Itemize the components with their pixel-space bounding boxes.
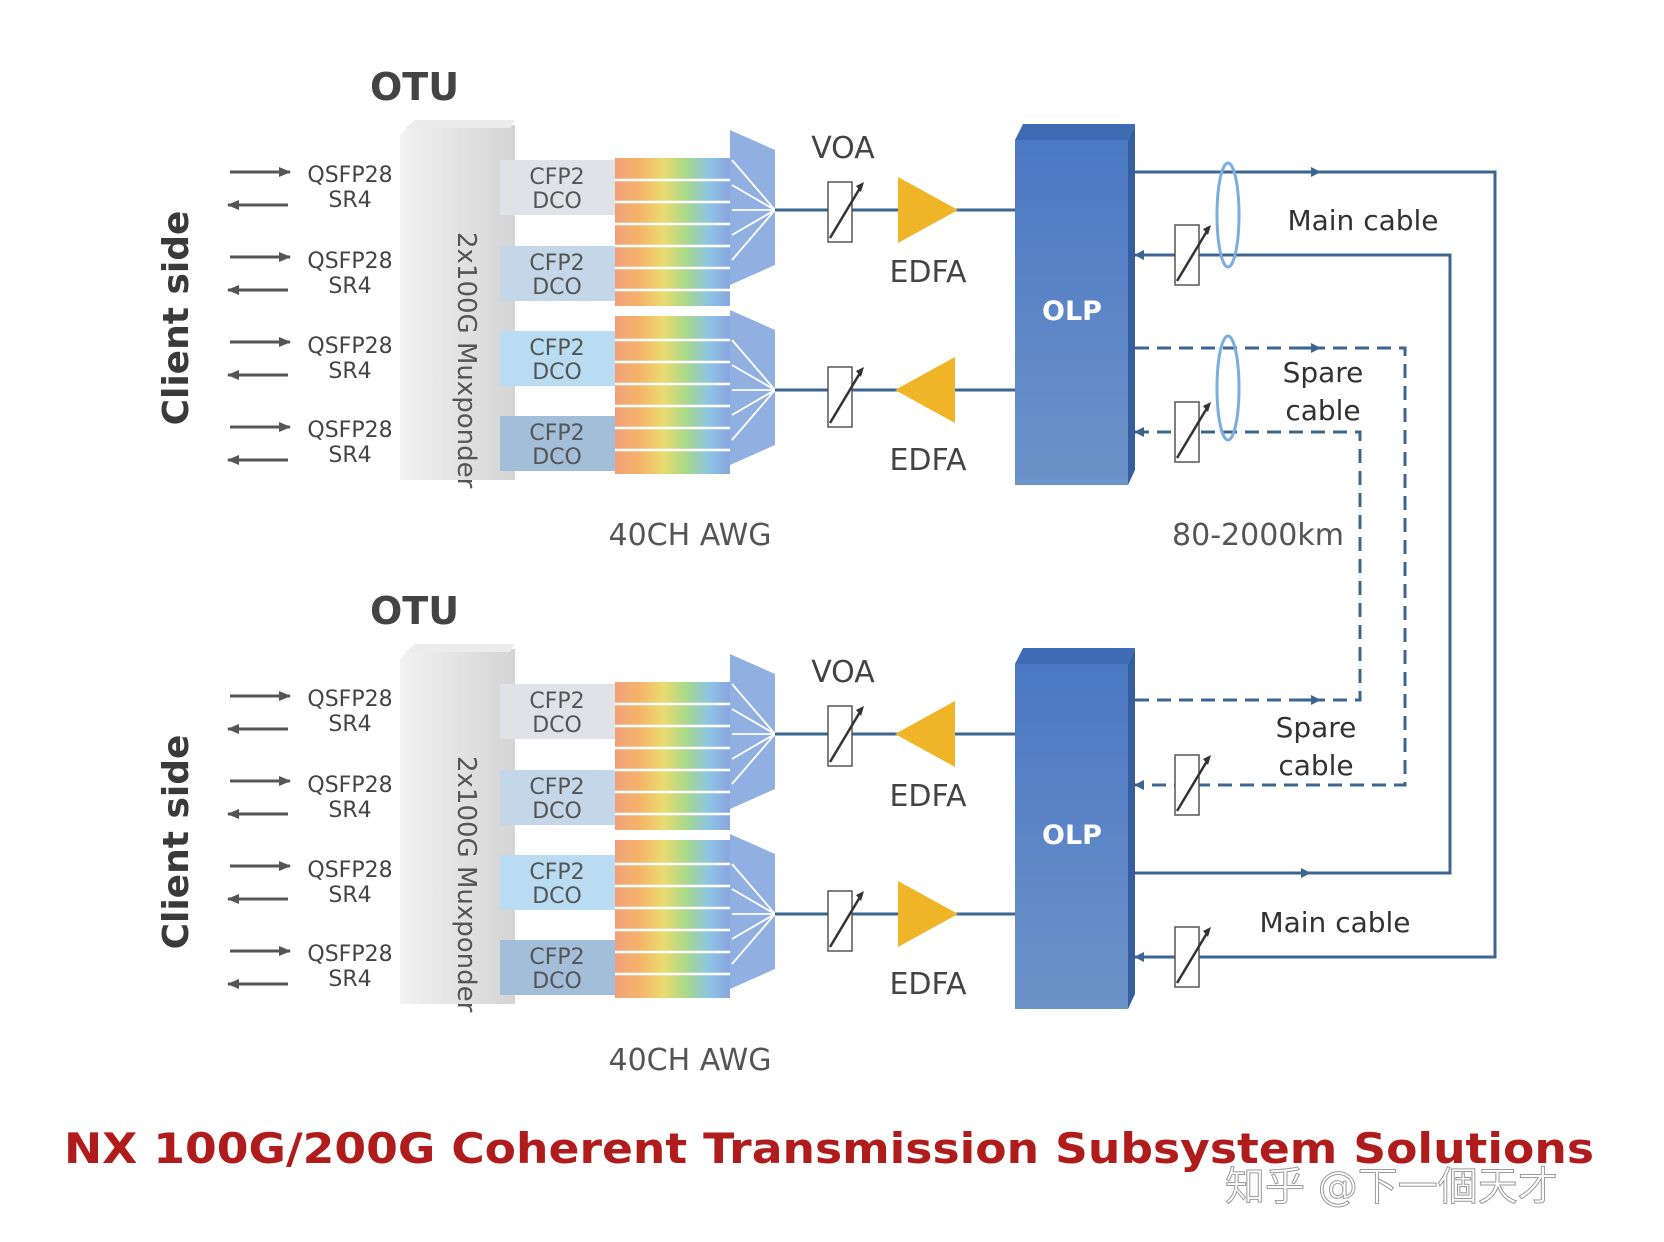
port-label: QSFP28 xyxy=(307,163,392,188)
tap-coupler-main xyxy=(1215,161,1241,269)
client-port-labels: QSFP28 SR4 QSFP28 SR4 QSFP28 SR4 QSFP28 … xyxy=(307,163,392,468)
voa-label: VOA xyxy=(811,655,875,690)
client-side-label: Client side xyxy=(156,211,197,426)
line-paths xyxy=(775,208,1015,392)
cable-labels: Main cable Spare cable 80-2000km Spare c… xyxy=(1172,204,1439,939)
rx-voa-attenuators xyxy=(1174,224,1211,988)
spare-cable-inner xyxy=(1134,427,1362,702)
main-cable-label-bottom: Main cable xyxy=(1259,906,1410,939)
fiber-cables xyxy=(1134,161,1497,962)
tap-coupler-spare xyxy=(1215,334,1241,442)
port-label: QSFP28 xyxy=(307,418,392,443)
site-top: OTU Client side QSFP28 SR4 QSFP28 SR4 QS… xyxy=(156,65,1135,553)
module-label: CFP2 xyxy=(529,165,584,190)
awg-device: 40CH AWG xyxy=(608,130,776,553)
port-label: SR4 xyxy=(328,967,371,992)
client-arrows xyxy=(227,167,291,465)
awg-label: 40CH AWG xyxy=(608,518,771,553)
module-label: DCO xyxy=(532,360,582,385)
port-label: QSFP28 xyxy=(307,858,392,883)
site-bottom: OTU Client side QSFP28 SR4 QSFP28 SR4 QS… xyxy=(156,589,1135,1078)
client-side-label: Client side xyxy=(156,735,197,950)
main-cable-label-top: Main cable xyxy=(1287,204,1438,237)
edfa-label: EDFA xyxy=(889,443,967,478)
port-label: SR4 xyxy=(328,712,371,737)
cfp2-modules: CFP2 DCO CFP2 DCO CFP2 DCO CFP2 DCO xyxy=(500,160,615,471)
main-cable-outer xyxy=(1134,170,1497,962)
module-label: DCO xyxy=(532,445,582,470)
muxponder: 2x100G Muxponder xyxy=(400,644,515,1013)
port-label: SR4 xyxy=(328,443,371,468)
muxponder-label: 2x100G Muxponder xyxy=(451,232,481,489)
olp-label: OLP xyxy=(1042,296,1102,327)
client-port-labels: QSFP28 SR4 QSFP28 SR4 QSFP28 SR4 QSFP28 … xyxy=(307,687,392,992)
module-label: DCO xyxy=(532,713,582,738)
watermark: 知乎 @下一個天才 xyxy=(1225,1164,1558,1210)
port-label: SR4 xyxy=(328,798,371,823)
edfa-label: EDFA xyxy=(889,255,967,290)
voa-attenuator: VOA xyxy=(811,131,875,428)
client-arrows xyxy=(227,691,291,989)
port-label: SR4 xyxy=(328,188,371,213)
port-label: SR4 xyxy=(328,883,371,908)
spare-cable-label-bottom: Spare xyxy=(1276,711,1357,744)
spare-cable-label-top: Spare xyxy=(1283,356,1364,389)
port-label: QSFP28 xyxy=(307,687,392,712)
voa-attenuator: VOA xyxy=(811,655,875,952)
port-label: QSFP28 xyxy=(307,773,392,798)
olp-switch: OLP xyxy=(1015,648,1135,1009)
awg-label: 40CH AWG xyxy=(608,1043,771,1078)
port-label: SR4 xyxy=(328,359,371,384)
module-label: CFP2 xyxy=(529,945,584,970)
edfa-amplifier: EDFA EDFA xyxy=(889,177,967,478)
module-label: CFP2 xyxy=(529,251,584,276)
edfa-label: EDFA xyxy=(889,967,967,1002)
module-label: CFP2 xyxy=(529,775,584,800)
olp-label: OLP xyxy=(1042,820,1102,851)
wavelength-channels xyxy=(615,158,730,474)
spare-cable-label-top: cable xyxy=(1285,394,1360,427)
module-label: DCO xyxy=(532,189,582,214)
edfa-label: EDFA xyxy=(889,779,967,814)
cfp2-modules: CFP2 DCO CFP2 DCO CFP2 DCO CFP2 DCO xyxy=(500,684,615,995)
port-label: QSFP28 xyxy=(307,249,392,274)
port-label: SR4 xyxy=(328,274,371,299)
module-label: CFP2 xyxy=(529,689,584,714)
edfa-amplifier: EDFA EDFA xyxy=(889,701,967,1002)
module-label: DCO xyxy=(532,799,582,824)
muxponder: 2x100G Muxponder xyxy=(400,120,515,489)
module-label: DCO xyxy=(532,884,582,909)
distance-label: 80-2000km xyxy=(1172,518,1344,553)
muxponder-label: 2x100G Muxponder xyxy=(451,756,481,1013)
voa-label: VOA xyxy=(811,131,875,166)
otu-label: OTU xyxy=(370,65,459,109)
module-label: CFP2 xyxy=(529,336,584,361)
diagram-title: NX 100G/200G Coherent Transmission Subsy… xyxy=(64,1124,1594,1173)
olp-switch: OLP xyxy=(1015,124,1135,485)
otu-label: OTU xyxy=(370,589,459,633)
port-label: QSFP28 xyxy=(307,942,392,967)
spare-cable-label-bottom: cable xyxy=(1278,749,1353,782)
module-label: DCO xyxy=(532,275,582,300)
spare-cable-outer xyxy=(1134,346,1407,790)
line-paths xyxy=(775,732,1015,916)
module-label: CFP2 xyxy=(529,860,584,885)
awg-device: 40CH AWG xyxy=(608,654,776,1078)
port-label: QSFP28 xyxy=(307,334,392,359)
module-label: DCO xyxy=(532,969,582,994)
module-label: CFP2 xyxy=(529,421,584,446)
wavelength-channels xyxy=(615,682,730,998)
